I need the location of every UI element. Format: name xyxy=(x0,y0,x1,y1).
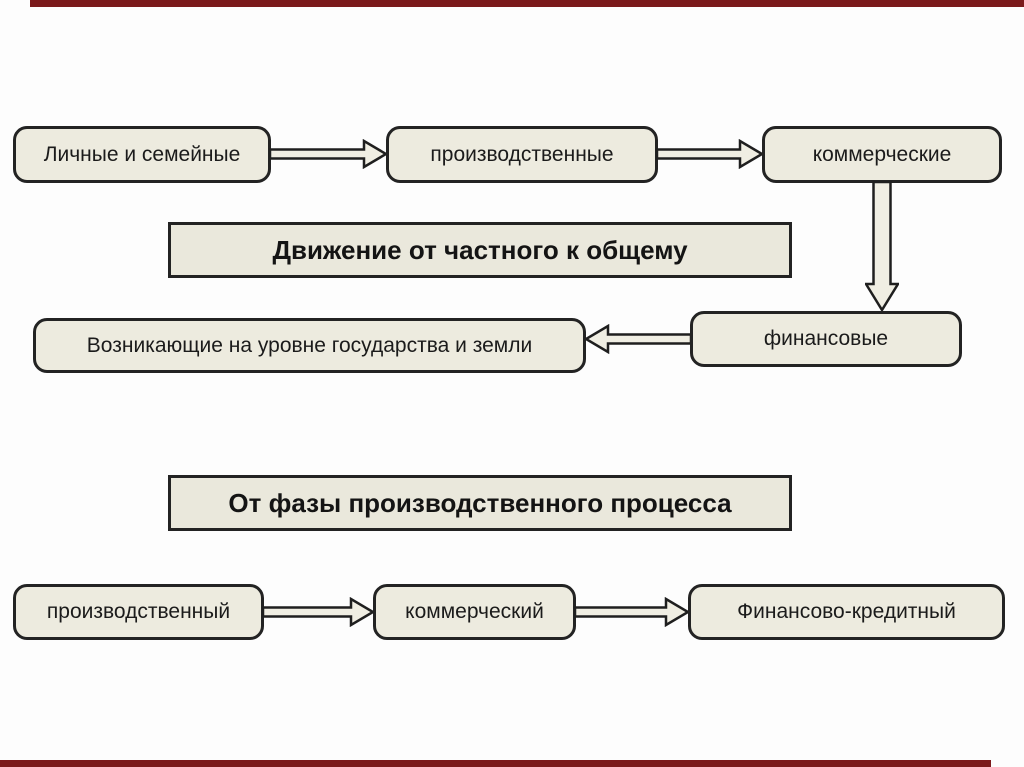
arrow-commercial-to-financial-credit xyxy=(574,597,690,627)
arrow-production-to-commercial xyxy=(656,139,764,169)
accent-bar-bottom xyxy=(0,760,991,767)
arrow-personal-to-production xyxy=(269,139,388,169)
node-state-level: Возникающие на уровне государства и земл… xyxy=(33,318,586,373)
title-production-phase-label: От фазы производственного процесса xyxy=(228,487,732,518)
node-financial: финансовые xyxy=(690,311,962,367)
node-production-label: производственные xyxy=(430,142,614,166)
title-production-phase: От фазы производственного процесса xyxy=(168,475,792,531)
title-private-to-common: Движение от частного к общему xyxy=(168,222,792,278)
node-commercial: коммерческие xyxy=(762,126,1002,183)
node-financial-label: финансовые xyxy=(763,327,889,351)
node-financial-credit-label: Финансово-кредитный xyxy=(737,600,956,624)
arrow-production-to-commercial-phase xyxy=(262,597,375,627)
node-financial-credit: Финансово-кредитный xyxy=(688,584,1005,640)
node-commercial-label: коммерческие xyxy=(812,142,952,166)
node-commercial-phase: коммерческий xyxy=(373,584,576,640)
node-commercial-phase-label: коммерческий xyxy=(405,600,544,624)
node-production-phase-label: производственный xyxy=(46,600,231,624)
node-production: производственные xyxy=(386,126,658,183)
title-private-to-common-label: Движение от частного к общему xyxy=(272,234,688,265)
arrow-financial-to-state xyxy=(584,324,692,354)
arrow-commercial-to-financial xyxy=(865,181,899,312)
node-personal-family: Личные и семейные xyxy=(13,126,271,183)
node-personal-family-label: Личные и семейные xyxy=(43,142,241,166)
node-production-phase: производственный xyxy=(13,584,264,640)
accent-bar-top xyxy=(30,0,1024,7)
node-state-level-label: Возникающие на уровне государства и земл… xyxy=(86,333,533,357)
